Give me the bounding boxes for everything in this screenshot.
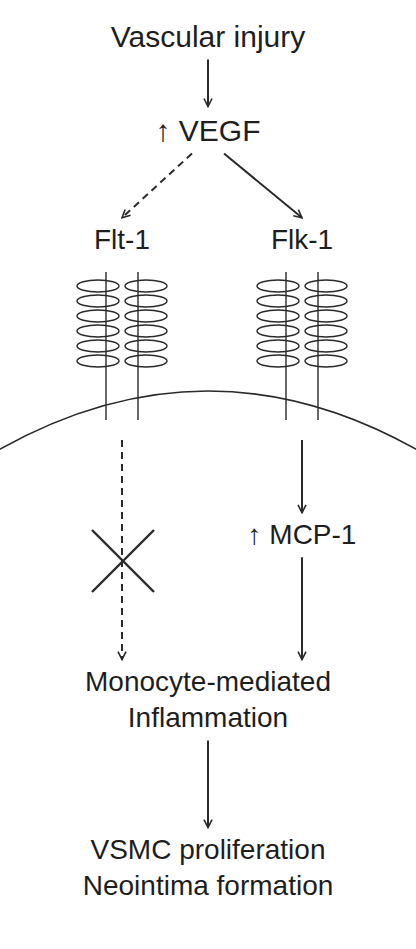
node-text: Monocyte-mediated Inflammation xyxy=(57,664,359,737)
text-node: Monocyte-mediated Inflammation xyxy=(53,662,363,739)
text-node: Flt-1 xyxy=(62,220,182,260)
arrow-connector xyxy=(301,440,303,513)
text-node: ↑ VEGF xyxy=(108,109,308,152)
arrow-connector xyxy=(122,154,192,218)
node-text: Flt-1 xyxy=(66,222,178,258)
text-node: VSMC proliferation Neointima formation xyxy=(38,830,378,907)
node-text: ↑ MCP-1 xyxy=(216,517,388,553)
arrow-connector xyxy=(207,740,209,827)
text-node: ↑ MCP-1 xyxy=(212,515,392,555)
arrow-connector xyxy=(301,557,303,659)
arrow-connector xyxy=(224,154,302,218)
arrow-connector xyxy=(121,440,123,660)
node-text: Flk-1 xyxy=(246,222,358,258)
text-node: Flk-1 xyxy=(242,220,362,260)
node-text: ↑ VEGF xyxy=(112,111,304,150)
text-node: Vascular injury xyxy=(58,15,358,58)
node-text: Vascular injury xyxy=(62,17,354,56)
cell-membrane xyxy=(0,391,416,452)
node-text: VSMC proliferation Neointima formation xyxy=(42,832,374,905)
arrow-connector xyxy=(207,60,209,107)
receptor-symbols xyxy=(77,272,347,420)
